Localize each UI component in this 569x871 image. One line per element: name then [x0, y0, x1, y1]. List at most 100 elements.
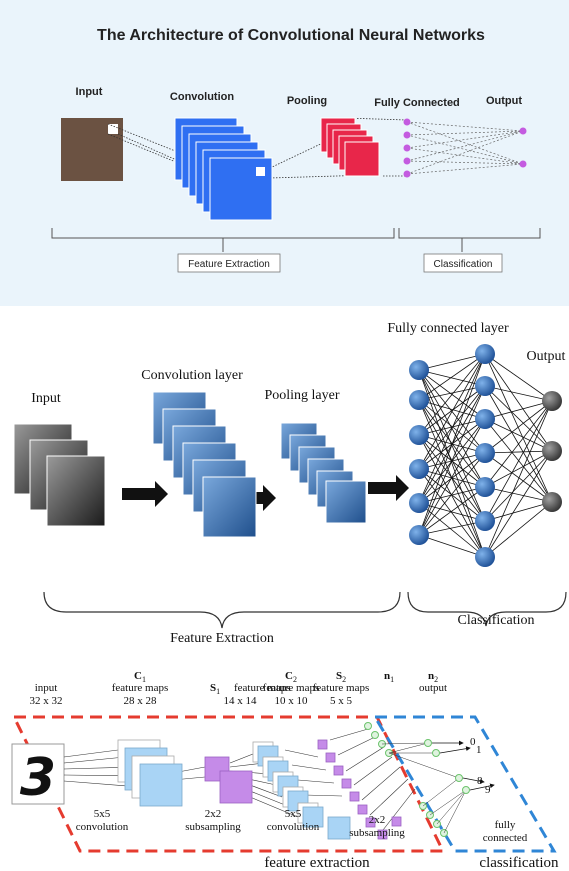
c2-symbol: C2 — [285, 670, 297, 684]
s1-size: 14 x 14 — [224, 695, 258, 707]
output-label-2: Output — [527, 349, 566, 364]
network-edge — [418, 534, 486, 558]
network-edge — [418, 353, 486, 470]
s2-symbol: S2 — [336, 670, 346, 684]
network-edge — [418, 353, 486, 401]
output-node — [542, 492, 562, 512]
hidden-node — [409, 459, 429, 479]
input-digit: 3 — [20, 748, 56, 808]
lenet-svg: input 32 x 32 C1 feature maps 28 x 28 S1… — [11, 670, 559, 871]
lenet-diagram: input 32 x 32 C1 feature maps 28 x 28 S1… — [0, 645, 569, 871]
network-edge — [484, 400, 553, 454]
input-layer-name: input — [35, 682, 58, 694]
classification-label-3: classification — [479, 855, 559, 871]
conv1-op: convolution — [76, 821, 129, 833]
network-edge — [418, 452, 486, 504]
c2-feature-maps — [252, 741, 351, 840]
sub1-op: subsampling — [185, 821, 241, 833]
network-edge — [484, 353, 553, 402]
input-label: Input — [76, 86, 103, 98]
pooling-stack — [320, 117, 380, 177]
feature-extraction-label-3: feature extraction — [264, 855, 370, 871]
network-edge — [484, 353, 553, 452]
classification-region — [372, 715, 557, 853]
network-edge — [484, 450, 553, 454]
network-edge — [418, 418, 486, 536]
simple-cnn-diagram: The Architecture of Convolutional Neural… — [0, 0, 569, 306]
hidden-node — [409, 493, 429, 513]
network-edge — [484, 452, 553, 503]
network-edge — [484, 385, 553, 402]
n2-symbol: n2 — [428, 670, 438, 684]
c2-size: 10 x 10 — [275, 695, 309, 707]
hidden-node — [475, 344, 495, 364]
input-receptive-field — [108, 124, 118, 134]
network-edge — [418, 486, 486, 536]
conv1-size: 5x5 — [94, 808, 111, 820]
convolution-layer-stack — [152, 391, 257, 538]
input-digit-box — [11, 743, 65, 805]
classification-box — [423, 253, 503, 273]
network-edge — [484, 400, 553, 420]
network-nodes — [409, 344, 562, 567]
network-edge — [418, 385, 486, 470]
hidden-node — [475, 376, 495, 396]
convolution-label: Convolution — [170, 91, 234, 103]
network-edge — [484, 385, 553, 452]
sub2-op: subsampling — [349, 827, 405, 839]
n1-symbol: n1 — [384, 670, 394, 684]
fc-nodes — [403, 118, 411, 178]
hidden-node — [409, 360, 429, 380]
c1-symbol: C1 — [134, 670, 146, 684]
conv2-op: convolution — [267, 821, 320, 833]
classification-label: Classification — [434, 259, 493, 270]
output-label: Output — [486, 95, 522, 107]
network-edge — [418, 385, 486, 436]
hidden-node — [475, 477, 495, 497]
network-edge — [484, 353, 553, 503]
s2-desc: feature maps — [313, 682, 370, 694]
fc-op-line2: connected — [483, 832, 528, 844]
output-0: 0 — [470, 736, 476, 748]
conv2-size: 5x5 — [285, 808, 302, 820]
input-layer-size: 32 x 32 — [30, 695, 63, 707]
network-edge — [484, 501, 553, 522]
output-8: 8 — [477, 775, 483, 787]
network-edge — [418, 385, 486, 401]
input-label-2: Input — [31, 391, 61, 406]
output-classes: 0 1 8 9 — [470, 736, 491, 796]
network-edge — [484, 418, 553, 452]
convolution-layer-label: Convolution layer — [141, 368, 243, 383]
sub1-size: 2x2 — [205, 808, 222, 820]
network-edge — [418, 452, 486, 536]
output-arrows — [432, 740, 495, 791]
s2-feature-maps — [317, 739, 402, 840]
network-edge — [418, 353, 486, 504]
cnn-layers-diagram: Fully connected layer Output Convolution… — [0, 306, 569, 645]
fully-connected-label: Fully Connected — [374, 97, 460, 109]
network-edge — [484, 501, 553, 558]
c1-size: 28 x 28 — [124, 695, 158, 707]
hidden-node — [475, 409, 495, 429]
feature-extraction-label-2: Feature Extraction — [170, 631, 274, 645]
network-edge — [484, 450, 553, 522]
c2-desc: feature maps — [263, 682, 320, 694]
hidden-node — [475, 511, 495, 531]
diagram-title: The Architecture of Convolutional Neural… — [97, 27, 485, 44]
hidden-node — [409, 525, 429, 545]
s1-symbol: S1 — [210, 682, 220, 696]
c1-feature-maps — [117, 739, 183, 807]
n2-neurons — [424, 739, 470, 794]
network-edge — [418, 399, 486, 420]
network-edge — [418, 353, 486, 436]
simple-cnn-svg: The Architecture of Convolutional Neural… — [51, 27, 541, 273]
sub2-size: 2x2 — [369, 814, 386, 826]
c1-desc: feature maps — [112, 682, 169, 694]
hidden-node — [475, 547, 495, 567]
pooling-layer-stack — [280, 422, 367, 524]
network-edge — [484, 450, 553, 558]
feature-extraction-label: Feature Extraction — [188, 259, 270, 270]
output-9: 9 — [485, 784, 491, 796]
fc-op-line1: fully — [495, 819, 516, 831]
network-edge — [484, 450, 553, 488]
